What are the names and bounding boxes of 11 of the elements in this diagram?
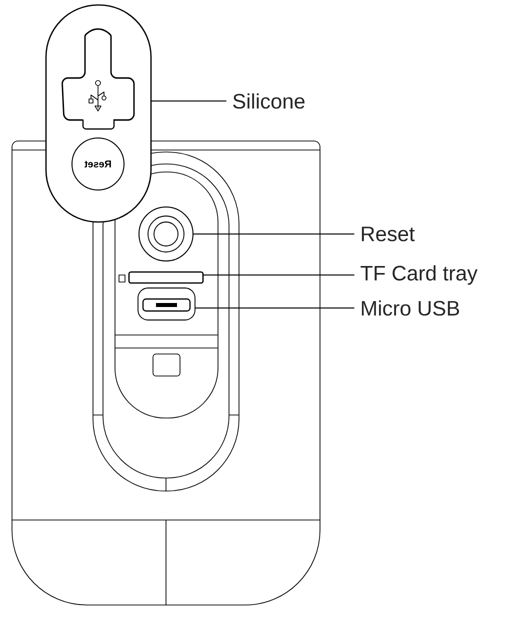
part-label: TF Card tray bbox=[360, 265, 478, 285]
part-label: Silicone bbox=[233, 93, 305, 109]
part-label: Micro USB bbox=[362, 300, 460, 316]
leader-line bbox=[151, 100, 226, 102]
reset-button-drawing: Reset bbox=[72, 138, 124, 190]
card-slot bbox=[128, 271, 204, 284]
reset-button bbox=[138, 206, 194, 262]
leader-line bbox=[203, 274, 354, 276]
part-label: Reset bbox=[362, 226, 415, 242]
silicone-cover bbox=[45, 4, 152, 223]
usb-port bbox=[138, 288, 196, 320]
